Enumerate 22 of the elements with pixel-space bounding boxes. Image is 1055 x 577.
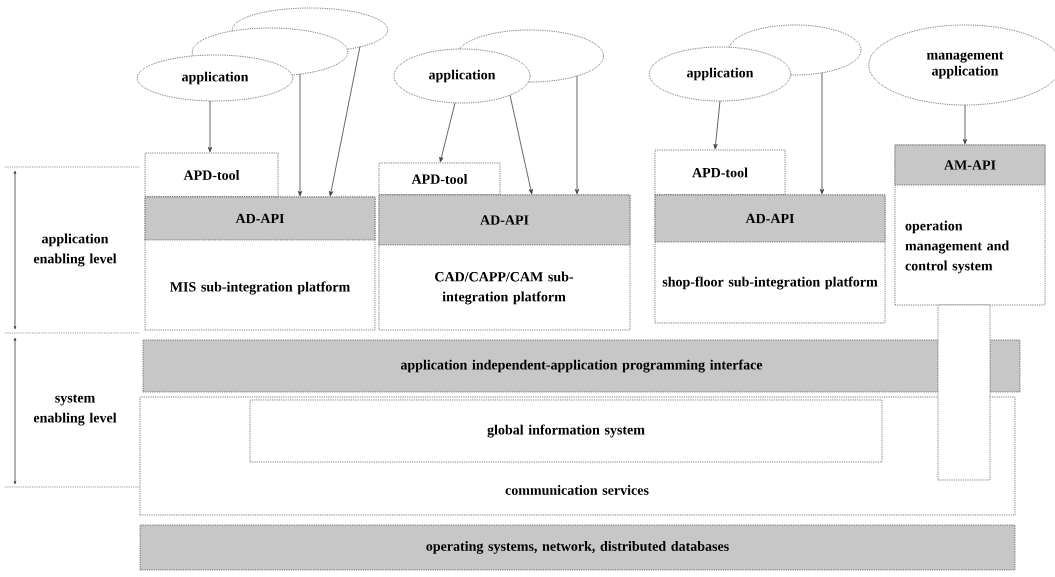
arrow bbox=[962, 104, 968, 145]
arrow bbox=[819, 72, 825, 195]
level-label: system enabling level bbox=[33, 394, 117, 426]
tool-box: APD-tool bbox=[378, 162, 501, 196]
arrow bbox=[509, 94, 533, 195]
arrow bbox=[207, 100, 213, 153]
interface-band: AD-API bbox=[378, 194, 631, 246]
tool-box: APD-tool bbox=[144, 152, 279, 198]
interface-band: AD-API bbox=[654, 194, 886, 243]
base-band: operating systems, network, distributed databases bbox=[139, 524, 1016, 571]
arrow bbox=[439, 102, 456, 163]
interface-band: AM-API bbox=[894, 144, 1046, 186]
arrow bbox=[713, 100, 721, 150]
interface-band: AD-API bbox=[144, 196, 376, 241]
arrow bbox=[297, 73, 303, 197]
interface-band: application independent-application programming interface bbox=[142, 339, 1021, 393]
tool-box: APD-tool bbox=[654, 149, 786, 196]
column-box bbox=[937, 304, 991, 481]
system-box: global information system bbox=[249, 399, 883, 463]
arrow bbox=[329, 46, 361, 197]
level-label: application enabling level bbox=[33, 233, 117, 267]
arrow bbox=[574, 75, 580, 195]
